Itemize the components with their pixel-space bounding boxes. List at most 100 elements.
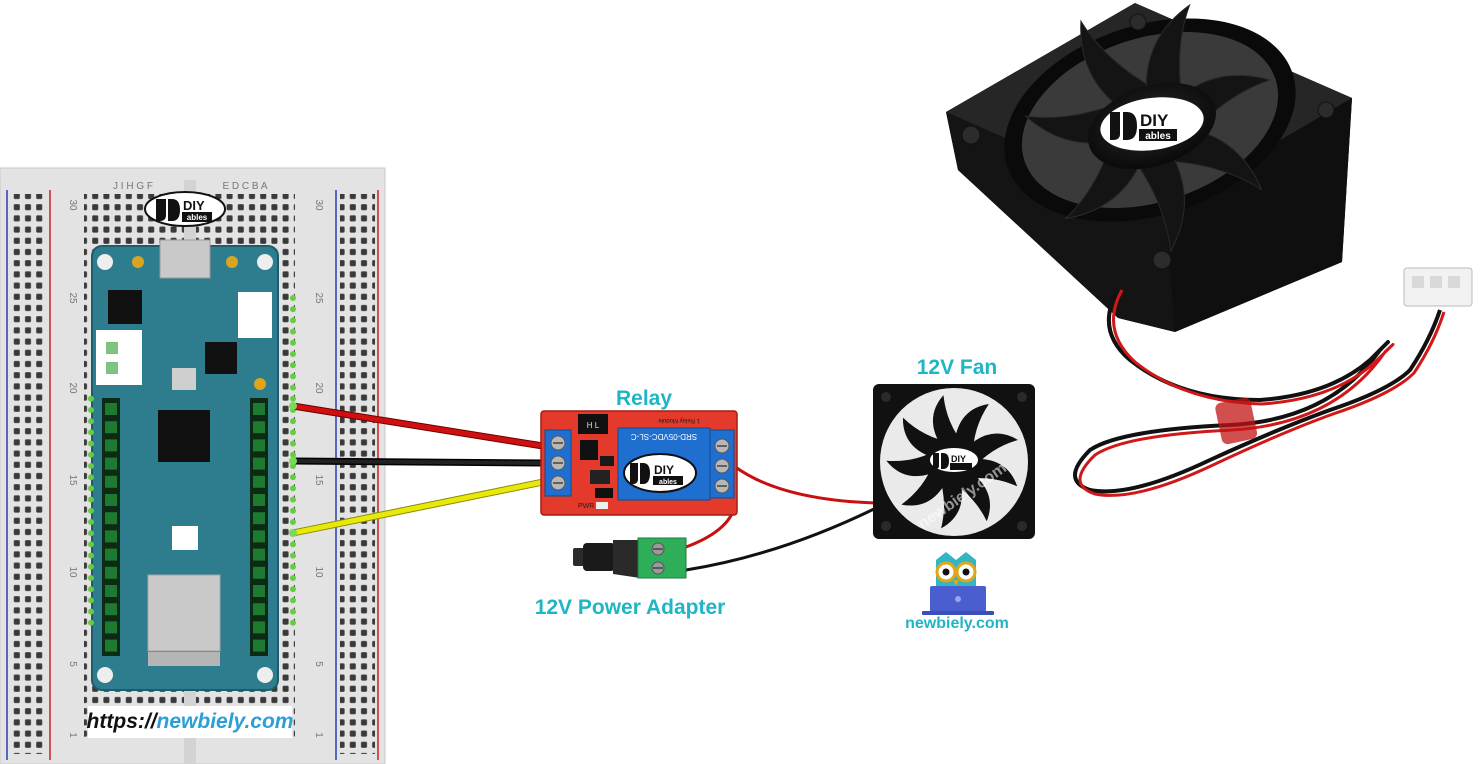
header-pin xyxy=(105,621,117,634)
inserted-pin xyxy=(88,407,94,413)
header-pin xyxy=(253,621,265,634)
header-pin xyxy=(253,512,265,525)
inserted-pin xyxy=(88,496,94,503)
header-pin xyxy=(105,494,117,506)
header-right xyxy=(250,398,268,656)
header-pin xyxy=(105,475,117,488)
header-pin xyxy=(253,494,265,506)
header-pin xyxy=(105,439,117,452)
row-number: 20 xyxy=(313,382,324,394)
header-pin xyxy=(253,475,265,488)
row-number: 10 xyxy=(67,566,78,578)
inserted-pin xyxy=(88,418,94,425)
inserted-pin xyxy=(88,485,94,492)
inserted-pin xyxy=(290,440,296,447)
header-left xyxy=(102,398,120,656)
inserted-pin xyxy=(290,384,296,391)
wire-red-vcc xyxy=(292,403,544,449)
inserted-pin xyxy=(88,429,94,436)
inserted-pin xyxy=(88,552,94,559)
row-number: 1 xyxy=(67,732,78,738)
inserted-pin xyxy=(290,328,296,335)
inserted-pin xyxy=(290,485,296,492)
header-pin xyxy=(253,548,265,561)
fan-logo-text: DIY xyxy=(951,454,966,464)
header-pin xyxy=(105,548,117,561)
row-number: 25 xyxy=(313,292,324,304)
fan-label: 12V Fan xyxy=(917,356,998,379)
mcu-chip xyxy=(158,410,210,462)
inserted-pin xyxy=(290,317,296,324)
inserted-pin xyxy=(88,586,94,593)
inserted-pin xyxy=(88,474,94,481)
header-pin xyxy=(105,639,117,652)
logo-text-bottom: ables xyxy=(187,213,208,222)
header-pin xyxy=(253,639,265,652)
inserted-pin xyxy=(290,306,296,313)
row-number: 25 xyxy=(67,292,78,304)
relay-title: 1 Relay Module xyxy=(658,417,700,423)
wire-black-gnd xyxy=(292,459,544,465)
inserted-pin xyxy=(290,552,296,559)
relay-jumper-label: H L xyxy=(587,421,600,430)
wire-adapter-to-fan-black xyxy=(685,506,877,572)
inserted-pin xyxy=(290,575,296,581)
row-number: 20 xyxy=(67,382,78,394)
url-prefix: https:// xyxy=(86,710,157,733)
inserted-pin xyxy=(88,440,94,447)
wire-yellow-signal xyxy=(292,479,544,536)
inserted-pin xyxy=(88,563,94,570)
inserted-pin xyxy=(88,575,94,581)
inserted-pin xyxy=(290,474,296,481)
row-number: 15 xyxy=(313,474,324,486)
wires xyxy=(289,402,877,572)
inserted-pin xyxy=(88,451,94,458)
inserted-pin xyxy=(290,395,296,402)
relay-module: H L SRD-05VDC-SL-C DIY ables PWR 1 Relay… xyxy=(540,410,738,516)
row-number: 1 xyxy=(313,732,324,738)
power-rail-right xyxy=(340,194,375,754)
header-pin xyxy=(105,403,117,415)
header-pin xyxy=(105,530,117,543)
inserted-pin xyxy=(290,496,296,503)
dc-power-adapter xyxy=(573,537,687,579)
header-pin xyxy=(253,439,265,452)
inserted-pin xyxy=(290,619,296,626)
inserted-pin xyxy=(290,362,296,369)
column-letters-left: J I H G F xyxy=(113,181,153,192)
power-adapter-label: 12V Power Adapter xyxy=(535,596,726,619)
row-number: 10 xyxy=(313,566,324,578)
power-rail-left xyxy=(11,194,46,754)
inserted-pin xyxy=(290,563,296,570)
header-pin xyxy=(253,585,265,597)
inserted-pin xyxy=(290,597,296,604)
inserted-pin xyxy=(88,507,94,514)
wifi-module xyxy=(147,574,221,652)
url-domain: newbiely.com xyxy=(156,710,294,733)
inserted-pin xyxy=(290,541,296,548)
header-pin xyxy=(253,403,265,415)
inserted-pin xyxy=(88,519,94,525)
header-pin xyxy=(105,512,117,525)
inserted-pin xyxy=(290,586,296,593)
header-pin xyxy=(105,566,117,579)
header-pin xyxy=(253,421,265,434)
fan-icon-diagram: DIY newbiely.com xyxy=(873,384,1035,539)
relay-pwr-label: PWR xyxy=(578,503,594,510)
header-pin xyxy=(253,566,265,579)
row-number: 30 xyxy=(67,199,78,211)
usb-connector xyxy=(159,239,211,279)
header-pin xyxy=(105,421,117,434)
row-number: 5 xyxy=(313,661,324,667)
fan-photo: DIY ables xyxy=(946,3,1352,332)
column-letters-right: E D C B A xyxy=(222,181,267,192)
barrel-jack xyxy=(583,543,615,571)
inserted-pin xyxy=(290,373,296,380)
header-pin xyxy=(105,603,117,616)
header-pin xyxy=(253,603,265,616)
wire-relay-to-fan-red xyxy=(733,464,877,505)
inserted-pin xyxy=(88,395,94,402)
inserted-pin xyxy=(290,429,296,436)
row-number: 30 xyxy=(313,199,324,211)
